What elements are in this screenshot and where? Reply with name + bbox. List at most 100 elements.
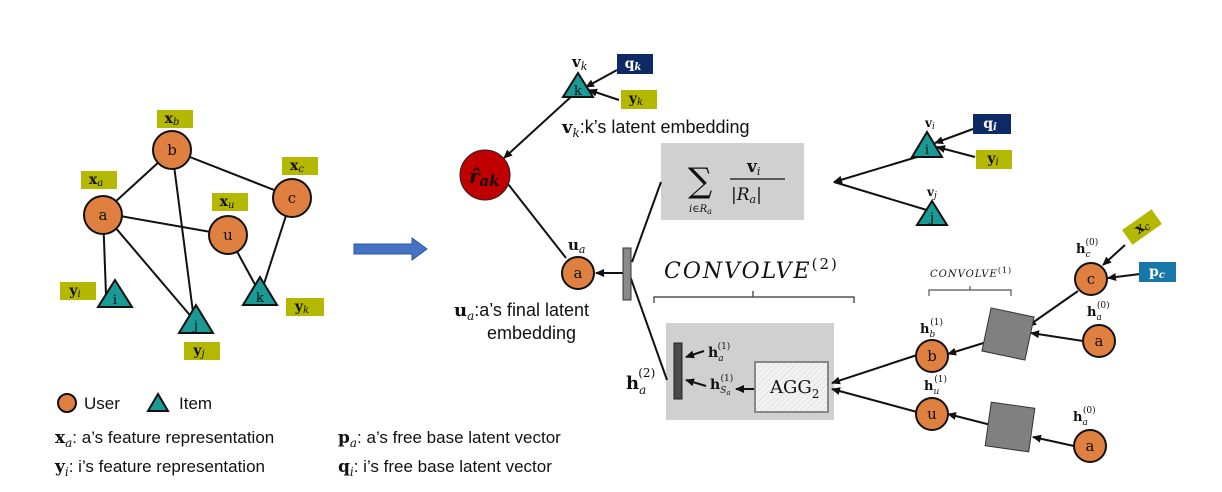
svg-text:xa: xa (89, 172, 103, 189)
legend-def-p: pa: a’s free base latent vector (338, 428, 561, 450)
svg-text:yk: yk (294, 299, 309, 316)
edge-a-u (102, 212, 229, 236)
arrow-block1-to-b (947, 340, 991, 356)
user-node-b-model: b (915, 339, 949, 373)
svg-text:xb: xb (165, 111, 180, 128)
ha0-label-top: ha(0) (1087, 300, 1110, 323)
arrow-pc-to-c (1107, 273, 1141, 281)
arrow-a-to-block1 (1030, 330, 1084, 342)
node-label: i (925, 143, 929, 158)
user-node-a-model-top: a (1082, 324, 1116, 358)
feature-tag-xb: xb (157, 110, 193, 128)
svg-text:i∈Ra: i∈Ra (689, 204, 712, 216)
feature-tag-yk: yk (286, 298, 324, 316)
user-node-b: b (152, 130, 192, 170)
legend-def-x: xa: a’s feature representation (55, 428, 274, 450)
feature-tag-xa: xa (81, 171, 117, 189)
item-legend-icon (146, 392, 170, 412)
h-a1-label: ha(1) (708, 341, 730, 364)
feature-tag-yk-model: yk (621, 90, 657, 109)
convolve1-block-top (981, 307, 1035, 361)
arrow-xc-to-c (1102, 244, 1126, 266)
item-node-k: k (241, 275, 279, 306)
model-diagram: ∑ i∈Ra vi |Ra| AGG2 ha(1) hSa(1) ha(2) C… (454, 53, 1176, 463)
node-label: c (1087, 270, 1095, 288)
feature-tag-xc-model: xc (1122, 209, 1162, 245)
sum-panel (661, 143, 804, 220)
sum-formula: ∑ i∈Ra vi |Ra| (688, 157, 785, 216)
convolve2-label: CONVOLVE(2) (664, 255, 839, 284)
svg-text:yk: yk (628, 91, 643, 108)
input-graph: b a c u i j k xb (60, 110, 324, 360)
arrow-k-to-rating (503, 94, 574, 159)
transition-arrow-icon (353, 237, 428, 261)
arrow-hsa1-to-bar (685, 378, 707, 387)
legend: User Item xa: a’s feature representation… (54, 392, 561, 479)
svg-text:yi: yi (68, 283, 80, 300)
latent-tag-pc: pc (1139, 262, 1176, 282)
edge-sum-to-bar (631, 181, 662, 263)
legend-user-label: User (84, 394, 120, 413)
h-sa1-label: hSa(1) (710, 373, 733, 397)
node-label: k (574, 84, 582, 99)
node-label: i (113, 293, 117, 308)
node-label: a (1095, 332, 1104, 350)
arrow-a-to-block2 (1032, 434, 1075, 447)
vj-label: vj (926, 185, 937, 201)
node-label: k (256, 291, 264, 306)
edge-convolve-to-bar (629, 275, 668, 381)
edge-b-j (171, 149, 195, 321)
svg-text:xc: xc (290, 158, 304, 175)
node-label: c (288, 189, 296, 207)
svg-text:|Ra|: |Ra| (731, 185, 762, 206)
node-label: b (167, 141, 177, 159)
agg-label: AGG2 (769, 377, 819, 401)
legend-def-q: qi: i’s free base latent vector (338, 457, 552, 479)
svg-text:∑: ∑ (688, 161, 712, 201)
node-label: a (99, 206, 108, 224)
arrow-qk-to-k (585, 69, 618, 88)
node-label: j (192, 319, 198, 334)
agg-box (754, 361, 829, 413)
user-node-c-model: c (1074, 262, 1108, 296)
user-node-u-model: u (915, 397, 949, 431)
item-node-j: j (177, 303, 215, 334)
concat-bar (673, 342, 683, 400)
hc0-label: hc(0) (1076, 237, 1098, 260)
vk-caption: vk:k’s latent embedding (561, 117, 750, 140)
latent-tag-qk: qk (617, 54, 653, 74)
convolve2-brace (653, 291, 855, 303)
hu1-label: hu(1) (924, 374, 947, 397)
svg-text:pc: pc (1149, 264, 1165, 281)
item-node-k-model: k (561, 71, 595, 99)
h-a2-label: ha(2) (626, 366, 655, 397)
arrow-qi-to-i (934, 128, 974, 144)
feature-tag-yj: yj (184, 342, 220, 360)
arrow-u-to-agg (831, 387, 918, 413)
edge-j-to-sum (833, 181, 931, 212)
convolve1-brace (928, 286, 1012, 296)
convolve1-block-bottom (984, 401, 1036, 453)
feature-tag-yi-model: yi (976, 150, 1012, 169)
svg-text:xu: xu (220, 194, 235, 211)
user-legend-icon (57, 393, 77, 413)
hb1-label: hb(1) (920, 317, 943, 340)
edge-ua-to-rating (507, 183, 567, 259)
item-node-i: i (96, 278, 134, 308)
node-label: a (574, 264, 583, 282)
user-node-c: c (272, 178, 312, 218)
user-node-a: a (83, 195, 123, 235)
ua-label: ua (568, 236, 585, 256)
arrow-c-to-block1 (1027, 290, 1079, 327)
vk-label: vk (571, 53, 588, 73)
svg-text:yi: yi (986, 151, 998, 168)
edge-b-c (171, 149, 293, 198)
ua-caption-line1: ua:a’s final latent (454, 300, 589, 323)
feature-tag-xc: xc (282, 157, 318, 175)
svg-text:qi: qi (983, 116, 997, 133)
ha0-label-bottom: ha(0) (1073, 405, 1096, 428)
node-label: j (928, 211, 934, 226)
svg-text:r̂ak: r̂ak (469, 164, 500, 190)
svg-text:vi: vi (746, 157, 760, 178)
